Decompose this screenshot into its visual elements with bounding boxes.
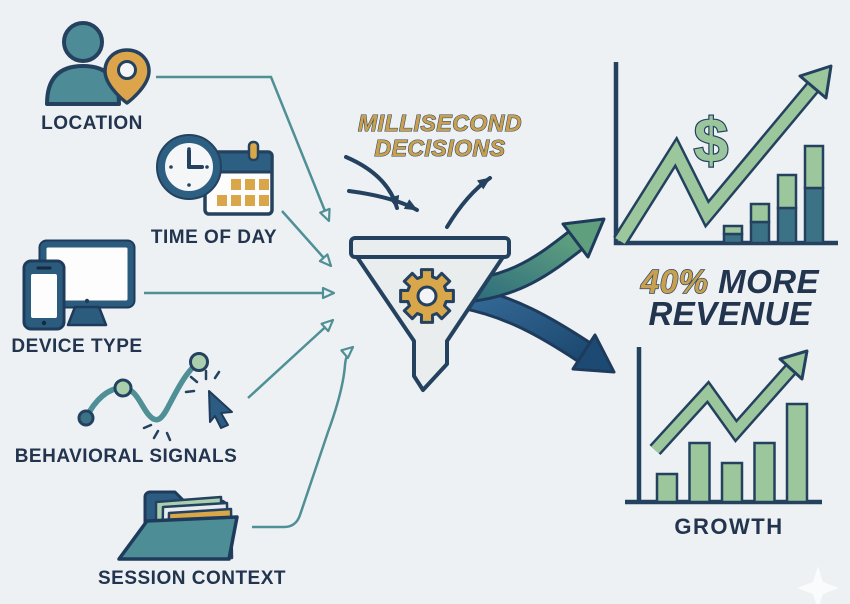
blue-arrowhead	[571, 333, 616, 374]
time-of-day-icon	[156, 134, 274, 216]
revenue-bars	[722, 144, 825, 245]
clock-rim	[156, 134, 222, 200]
signal-curve	[83, 360, 201, 423]
connector-time-of-day	[281, 210, 333, 268]
monitor-dot	[84, 298, 90, 304]
dollar-sign: $	[694, 107, 728, 176]
connector-session-context	[252, 345, 355, 529]
bar-segment	[803, 144, 825, 190]
bar-segment	[688, 441, 711, 504]
signal-dot-teal	[77, 409, 95, 427]
sparkle-watermark	[797, 566, 839, 604]
output-arrow-blue	[459, 284, 616, 374]
inflow-arrow-2	[347, 189, 419, 212]
funnel-caption-line2: DECISIONS	[374, 135, 505, 161]
funnel-rim	[349, 236, 511, 259]
headline-line1: 40% MORE	[640, 263, 820, 300]
device-type-icon	[22, 239, 136, 331]
connector-location	[156, 75, 331, 223]
bar-segment	[785, 402, 809, 504]
pin-hole	[117, 60, 137, 80]
funnel-caption-line1: MILLISECOND	[358, 110, 522, 136]
signal-dot-green-1	[113, 378, 133, 398]
outflow-arrow	[445, 176, 492, 229]
person-head	[62, 21, 104, 63]
calendar-peg	[247, 140, 260, 162]
click-burst	[142, 369, 221, 442]
clock-ticks	[169, 147, 209, 187]
folder-front	[117, 515, 239, 561]
bar-segment	[655, 472, 679, 504]
growth-chart-title: GROWTH	[674, 514, 783, 539]
teal-arrowhead	[561, 217, 606, 259]
session-context-label: SESSION CONTEXT	[98, 568, 286, 589]
monitor-stand	[66, 305, 108, 327]
location-icon	[45, 21, 151, 106]
session-context-icon	[117, 490, 239, 561]
bar-segment	[749, 202, 771, 224]
bar-segment	[722, 232, 744, 245]
bar-segment	[753, 441, 776, 504]
location-label: LOCATION	[41, 113, 143, 134]
signal-dot-green-2	[189, 352, 209, 372]
connector-behavioral-signals	[247, 318, 335, 399]
revenue-trend-arrow	[613, 64, 833, 246]
behavioral-signals-icon	[77, 352, 233, 442]
phone-button	[41, 320, 47, 326]
time-of-day-label: TIME OF DAY	[151, 227, 277, 248]
device-type-label: DEVICE TYPE	[11, 336, 142, 357]
calendar-grid	[217, 179, 269, 206]
headline-line2: REVENUE	[648, 295, 812, 332]
headline-highlight: 40%	[640, 263, 709, 300]
behavioral-signals-label: BEHAVIORAL SIGNALS	[15, 446, 238, 467]
headline-rest: MORE	[708, 263, 819, 300]
cursor-icon	[208, 390, 233, 429]
revenue-chart: $	[613, 62, 838, 246]
growth-chart: GROWTH	[625, 347, 822, 539]
clock-hands	[187, 149, 204, 169]
bar-segment	[720, 461, 744, 504]
phone-screen	[31, 274, 57, 318]
growth-bars	[655, 402, 809, 504]
bar-segment	[776, 206, 798, 245]
funnel-icon	[349, 236, 511, 392]
bar-segment	[722, 224, 744, 236]
growth-trend-arrow	[649, 349, 809, 456]
input-connectors	[144, 75, 355, 529]
funnel-flow-arrows	[344, 155, 492, 229]
bar-segment	[776, 173, 798, 210]
bar-segment	[803, 186, 825, 245]
bar-segment	[749, 220, 771, 245]
gear-icon	[399, 268, 455, 324]
